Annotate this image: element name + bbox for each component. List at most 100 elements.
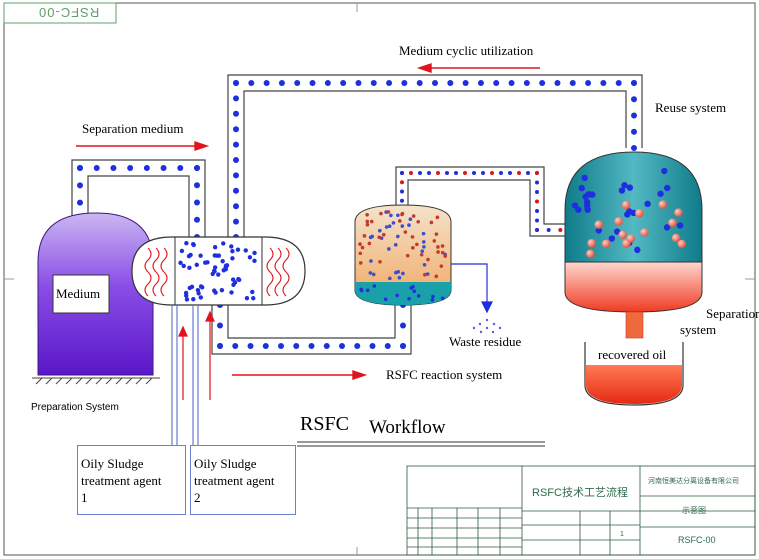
dot: [184, 293, 189, 298]
dot: [143, 165, 150, 171]
dot: [615, 80, 622, 86]
dot: [535, 199, 539, 204]
dot: [396, 234, 400, 239]
dot: [401, 271, 405, 276]
dot: [358, 242, 362, 246]
dot: [401, 80, 408, 86]
dot: [418, 171, 422, 175]
dot: [663, 224, 671, 231]
dot: [389, 213, 393, 218]
dot: [369, 259, 373, 263]
dot: [308, 343, 315, 349]
dot: [405, 253, 410, 258]
dot: [359, 287, 363, 292]
dot: [416, 294, 421, 298]
dot: [575, 206, 582, 213]
dot: [160, 165, 167, 171]
dot: [194, 165, 200, 171]
dot: [213, 290, 218, 295]
dot: [212, 265, 218, 270]
oil-droplet: [622, 239, 631, 248]
dot: [415, 242, 419, 247]
dot: [378, 228, 382, 233]
dot: [178, 260, 183, 266]
dot: [400, 171, 404, 175]
dot: [77, 182, 83, 189]
dot: [388, 276, 392, 281]
dot: [379, 211, 383, 216]
dot: [416, 220, 421, 224]
oil-droplet: [621, 200, 631, 210]
dot: [179, 248, 185, 254]
dot: [508, 80, 515, 86]
dot: [422, 262, 427, 267]
label-separation: Separation: [706, 306, 759, 321]
dot: [613, 228, 621, 235]
titleblock-sheet-title: 示意图: [682, 506, 706, 515]
dot: [644, 200, 651, 208]
dot: [203, 260, 208, 265]
oil-tank: [584, 342, 684, 406]
dot: [248, 80, 255, 86]
oil-droplet: [677, 239, 686, 249]
dot: [443, 254, 447, 258]
label-recovered-oil: recovered oil: [598, 347, 667, 362]
dot: [624, 211, 631, 218]
dot: [631, 80, 637, 86]
oil-droplet: [635, 208, 644, 218]
dot: [358, 251, 363, 256]
dot: [430, 298, 435, 302]
dot: [278, 80, 285, 86]
dot: [508, 171, 512, 175]
dot: [397, 219, 402, 223]
label-waste-residue: Waste residue: [449, 334, 522, 349]
dot: [362, 234, 367, 238]
dot: [535, 209, 539, 213]
dot: [220, 258, 225, 264]
dot: [386, 80, 393, 86]
dot: [371, 272, 376, 277]
dot: [425, 272, 430, 276]
dot: [454, 171, 458, 175]
dot: [600, 80, 607, 86]
dot: [436, 250, 440, 254]
dot: [621, 182, 628, 189]
dot: [233, 172, 239, 179]
dot: [426, 257, 430, 262]
agent-1-line2: treatment agent: [81, 473, 162, 488]
dot: [195, 287, 201, 293]
dot: [229, 290, 234, 295]
dot: [400, 180, 404, 185]
dot: [372, 284, 377, 288]
dot: [251, 296, 256, 301]
dot: [539, 80, 546, 86]
dot: [233, 203, 239, 210]
dot: [230, 248, 235, 254]
dot: [408, 217, 413, 222]
dot: [447, 80, 454, 86]
dot: [396, 213, 400, 218]
oil-level: [586, 365, 682, 404]
dot: [631, 145, 637, 151]
dot: [355, 80, 362, 86]
dot: [243, 248, 248, 253]
dot: [409, 286, 414, 290]
dot: [252, 250, 257, 256]
dot: [263, 80, 270, 86]
dot: [663, 184, 671, 192]
dot: [411, 246, 415, 250]
dot: [407, 296, 411, 301]
title-block: [406, 465, 756, 556]
dot: [278, 343, 284, 349]
oil-droplet: [587, 239, 596, 248]
dot: [216, 272, 221, 277]
dot: [365, 288, 370, 293]
oil-droplet: [674, 208, 683, 217]
ground-hatch: [32, 377, 160, 385]
dot: [77, 165, 83, 171]
dot: [187, 285, 192, 291]
dot: [191, 296, 196, 302]
dot: [436, 171, 440, 175]
agent-1-line1: Oily Sludge: [81, 456, 144, 471]
label-preparation-system: Preparation System: [31, 402, 119, 413]
